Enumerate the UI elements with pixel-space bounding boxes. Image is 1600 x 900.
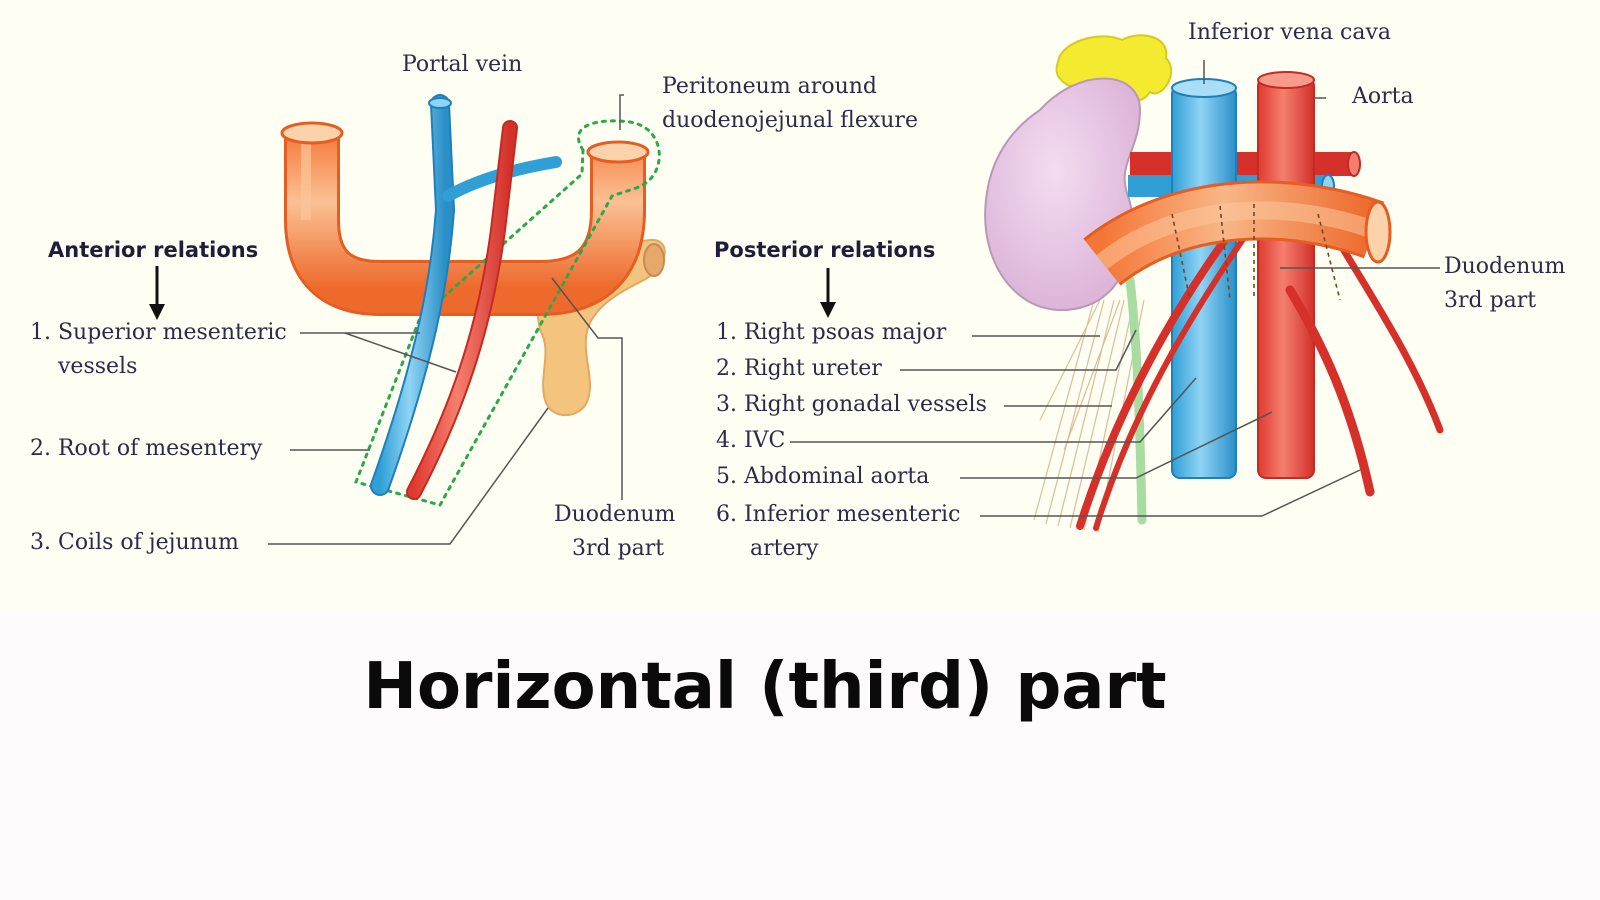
posterior-item-5: 5. Abdominal aorta [716,464,930,489]
anterior-item-3: 3. Coils of jejunum [30,530,239,555]
label-aorta: Aorta [1352,84,1414,109]
anterior-relations-heading: Anterior relations [48,238,259,262]
diagram-panel: Portal vein Peritoneum around duodenojej… [30,20,1566,561]
posterior-item-6-line2: artery [750,536,819,561]
aorta-vessel [1257,77,1315,479]
posterior-item-4: 4. IVC [716,428,786,453]
posterior-illustration [790,34,1444,533]
anterior-illustration [149,94,666,545]
label-peritoneum-line1: Peritoneum around [662,74,877,99]
posterior-item-2: 2. Right ureter [716,356,882,381]
anterior-item-1-line1: 1. Superior mesenteric [30,320,287,345]
label-duodenum-posterior-line2: 3rd part [1444,288,1537,313]
posterior-relations-heading: Posterior relations [714,238,936,262]
jejunum-end [643,243,665,277]
label-duodenum-anterior-line2: 3rd part [572,536,665,561]
anterior-item-2: 2. Root of mesentery [30,436,263,461]
posterior-item-3: 3. Right gonadal vessels [716,392,987,417]
label-duodenum-posterior-line1: Duodenum [1444,254,1566,279]
label-duodenum-anterior-line1: Duodenum [554,502,676,527]
posterior-item-1: 1. Right psoas major [716,320,947,345]
anatomy-illustration [149,34,1444,545]
anterior-item-1-line2: vessels [58,354,138,379]
peritoneum-outline [353,119,661,507]
inferior-mesenteric-artery [1285,285,1375,497]
label-portal-vein: Portal vein [402,52,523,77]
label-inferior-vena-cava: Inferior vena cava [1188,20,1392,45]
posterior-item-6-line1: 6. Inferior mesenteric [716,502,961,527]
page-title: Horizontal (third) part [363,650,1167,724]
ivc-vessel [1171,85,1237,479]
label-peritoneum-line2: duodenojejunal flexure [662,108,918,133]
right-ureter [1125,275,1147,525]
